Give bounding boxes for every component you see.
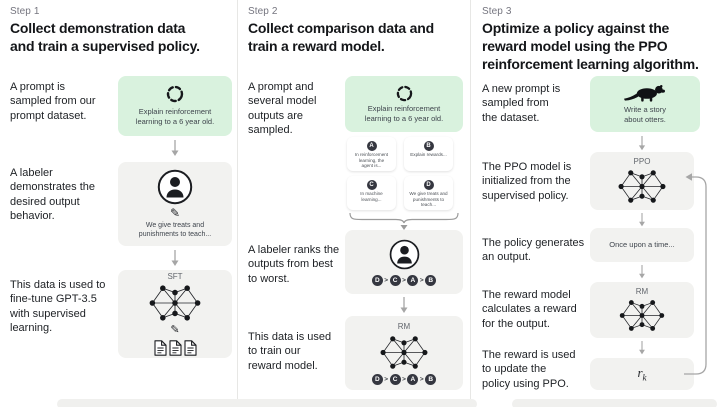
rank-separator: > [402, 276, 406, 284]
labeler-icon [389, 239, 420, 270]
output-text: In reinforcement learning, the agent is.… [354, 152, 389, 168]
prompt-card: Explain reinforcement learning to a 6 ye… [345, 76, 463, 132]
description-text: The reward model calculates a reward for… [482, 289, 577, 330]
output-card-d: D We give treats and punishments to teac… [404, 176, 453, 210]
description-text: This data is used to fine-tune GPT-3.5 w… [10, 279, 106, 334]
cycle-icon [166, 85, 184, 103]
rank-chip: B [425, 274, 437, 286]
brace-icon [348, 212, 460, 232]
output-card-a: A In reinforcement learning, the agent i… [347, 137, 396, 171]
down-arrow-icon [637, 265, 647, 283]
prompt-card: Write a story about otters. [590, 76, 700, 132]
output-letter: B [423, 141, 434, 151]
reward-card: rk [590, 358, 694, 390]
output-text: In machine learning... [360, 191, 383, 202]
step-title: Optimize a policy against the reward mod… [482, 20, 699, 72]
rank-chip: A [407, 274, 419, 286]
rank-chip: C [389, 274, 401, 286]
policy-output-card: Once upon a time... [590, 228, 694, 262]
rm-model-card: RM [590, 282, 694, 338]
rm-model-card: RM D > C > A > B [345, 316, 463, 390]
rank-separator: > [419, 375, 424, 383]
step-label: Step 1 [10, 6, 40, 17]
neural-net-icon [148, 283, 202, 323]
rank-separator: > [384, 375, 389, 383]
labeler-card-text: We give treats and punishments to teach.… [138, 221, 212, 238]
rank-separator: > [384, 276, 389, 284]
model-label: PPO [633, 157, 651, 166]
rank-chip: A [407, 373, 419, 385]
policy-output-text: Once upon a time... [609, 240, 675, 250]
rank-chip: C [389, 373, 401, 385]
sft-model-card: SFT ✎ [118, 270, 232, 358]
output-card-b: B Explain rewards... [404, 137, 453, 171]
model-label: SFT [167, 272, 183, 281]
down-arrow-icon [637, 341, 647, 359]
ppo-model-card: PPO [590, 152, 694, 210]
down-arrow-icon [399, 297, 409, 315]
neural-net-icon [379, 334, 429, 371]
description-text: The policy generates an output. [482, 237, 585, 264]
description-text: The PPO model is initialized from the su… [482, 161, 572, 202]
step-label: Step 3 [482, 6, 512, 17]
step-title: Collect demonstration data and train a s… [10, 20, 200, 54]
prompt-card-text: Explain reinforcement learning to a 6 ye… [135, 107, 215, 126]
prompt-card: Explain reinforcement learning to a 6 ye… [118, 76, 232, 136]
pencil-icon: ✎ [169, 205, 181, 220]
output-card-c: C In machine learning... [347, 176, 396, 210]
ranking: D > C > A > B [371, 274, 437, 286]
labeler-icon [157, 169, 193, 205]
model-label: RM [397, 321, 411, 331]
prompt-card-text: Write a story about otters. [624, 105, 666, 124]
labeler-card: D > C > A > B [345, 230, 463, 294]
next-section-bar [57, 399, 477, 407]
labeler-card: ✎ We give treats and punishments to teac… [118, 162, 232, 246]
down-arrow-icon [170, 250, 180, 268]
output-text: We give treats and punishments to teach.… [409, 191, 448, 207]
pencil-icon: ✎ [170, 324, 180, 336]
next-section-bar [512, 399, 717, 407]
output-letter: C [366, 180, 377, 190]
description-text: A new prompt is sampled from the dataset… [482, 83, 561, 124]
down-arrow-icon [170, 140, 180, 158]
otter-icon [623, 83, 667, 103]
description-text: The reward is used to update the policy … [482, 349, 576, 390]
output-letter: A [366, 141, 377, 151]
rank-separator: > [402, 375, 406, 383]
output-text: Explain rewards... [410, 152, 447, 157]
step-title: Collect comparison data and train a rewa… [248, 20, 434, 54]
model-label: RM [635, 287, 649, 296]
cycle-icon [396, 85, 413, 102]
documents-icon [153, 340, 197, 356]
loop-arrow-icon [684, 166, 710, 382]
neural-net-icon [618, 298, 666, 333]
rank-separator: > [419, 276, 424, 284]
prompt-card-text: Explain reinforcement learning to a 6 ye… [364, 103, 444, 123]
rank-chip: B [425, 373, 437, 385]
description-text: This data is used to train our reward mo… [248, 331, 332, 372]
rank-chip: D [371, 373, 383, 385]
ranking: D > C > A > B [371, 373, 437, 385]
description-text: A labeler demonstrates the desired outpu… [10, 167, 95, 222]
down-arrow-icon [637, 213, 647, 231]
output-letter: D [423, 180, 434, 190]
column-divider [470, 0, 471, 407]
model-outputs-grid: A In reinforcement learning, the agent i… [347, 137, 453, 210]
down-arrow-icon [637, 136, 647, 154]
description-text: A prompt is sampled from our prompt data… [10, 81, 96, 122]
description-text: A labeler ranks the outputs from best to… [248, 244, 340, 285]
step-label: Step 2 [248, 6, 278, 17]
neural-net-icon [617, 168, 667, 205]
rank-chip: D [371, 274, 383, 286]
description-text: A prompt and several model outputs are s… [248, 81, 317, 136]
column-divider [237, 0, 238, 407]
reward-value: rk [637, 365, 647, 383]
